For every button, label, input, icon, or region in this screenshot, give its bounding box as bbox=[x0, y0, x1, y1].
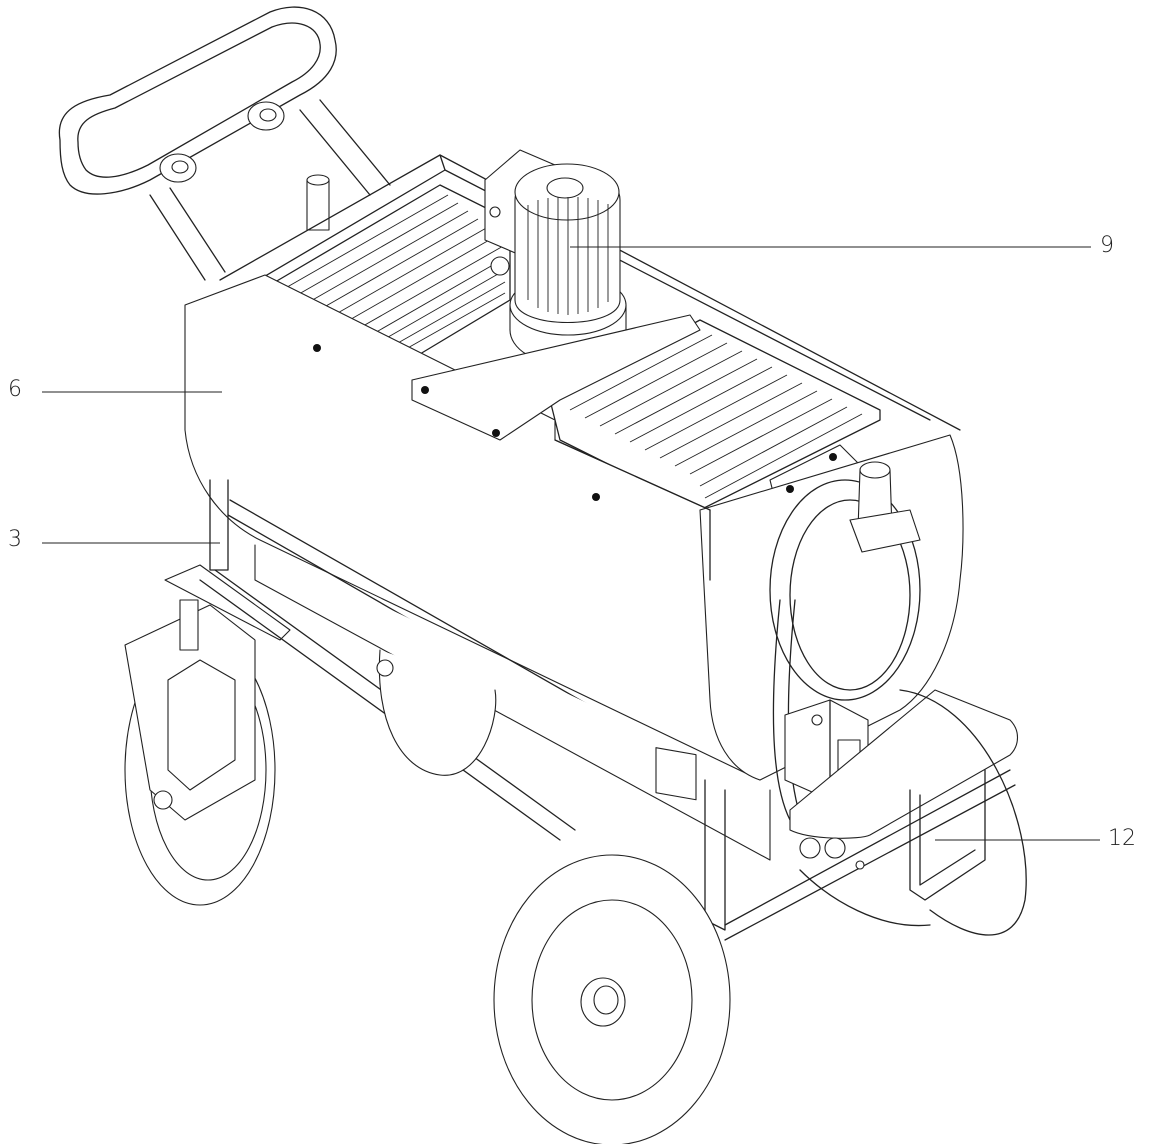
front-left-wheel bbox=[124, 599, 276, 906]
motor bbox=[484, 149, 627, 366]
callout-3: 3 bbox=[8, 527, 22, 552]
rear-right-wheel bbox=[799, 689, 1027, 936]
callout-9: 9 bbox=[1100, 233, 1114, 258]
front-right-wheel bbox=[493, 854, 731, 1144]
chassis bbox=[164, 479, 1016, 941]
callout-6: 6 bbox=[8, 377, 22, 402]
leader-lines bbox=[42, 246, 1100, 841]
rear-frame bbox=[219, 154, 961, 431]
callout-12: 12 bbox=[1108, 826, 1136, 851]
right-grille bbox=[549, 319, 881, 511]
handle-bar bbox=[58, 6, 391, 281]
rear-left-wheel bbox=[376, 649, 497, 776]
front-platform bbox=[789, 689, 1019, 901]
hose-coil bbox=[769, 461, 921, 831]
